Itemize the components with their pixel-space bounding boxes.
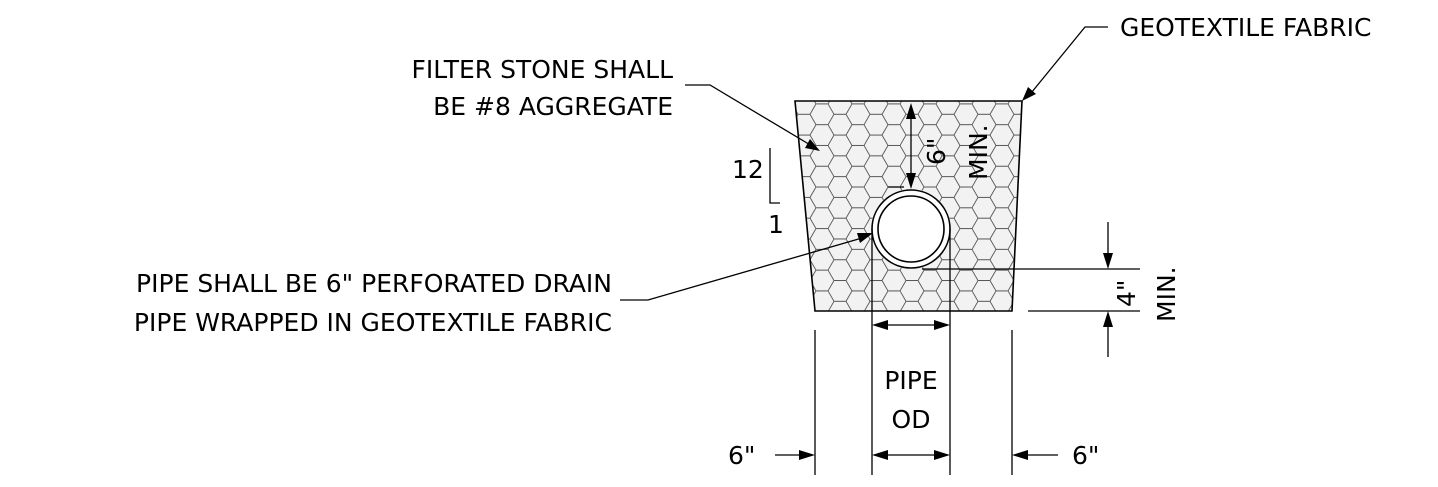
right-clearance-label: 6" [1072, 441, 1099, 470]
pipe-label-line2: PIPE WRAPPED IN GEOTEXTILE FABRIC [134, 308, 612, 337]
left-clearance-label: 6" [728, 441, 755, 470]
bedding-dimension-label: 4" [1112, 280, 1141, 307]
pipe-label-line1: PIPE SHALL BE 6" PERFORATED DRAIN [136, 269, 612, 298]
side-clearance-dimensions [775, 330, 1058, 475]
trench-outline [794, 100, 1023, 312]
top-cover-dimension [888, 103, 916, 189]
filter-stone-leader [685, 84, 820, 151]
slope-indicator [769, 148, 780, 204]
bedding-dimension [922, 222, 1140, 357]
top-cover-dimension-label: 6" [922, 138, 951, 165]
geotextile-leader [1022, 26, 1108, 101]
drain-pipe [871, 189, 951, 269]
pipe-od-label-line1: PIPE [884, 366, 937, 395]
top-cover-min-label: MIN. [964, 124, 993, 180]
filter-stone-label-line1: FILTER STONE SHALL [411, 55, 673, 84]
slope-run-label: 1 [768, 210, 784, 239]
bedding-min-label: MIN. [1152, 266, 1181, 322]
pipe-od-dimension [871, 229, 951, 475]
pipe-od-label-line2: OD [892, 405, 931, 434]
geotextile-label: GEOTEXTILE FABRIC [1120, 13, 1371, 42]
pipe-leader [620, 233, 873, 301]
pipe-inner-wall [877, 195, 945, 263]
slope-rise-label: 12 [732, 155, 764, 184]
filter-stone-label-line2: BE #8 AGGREGATE [433, 92, 673, 121]
